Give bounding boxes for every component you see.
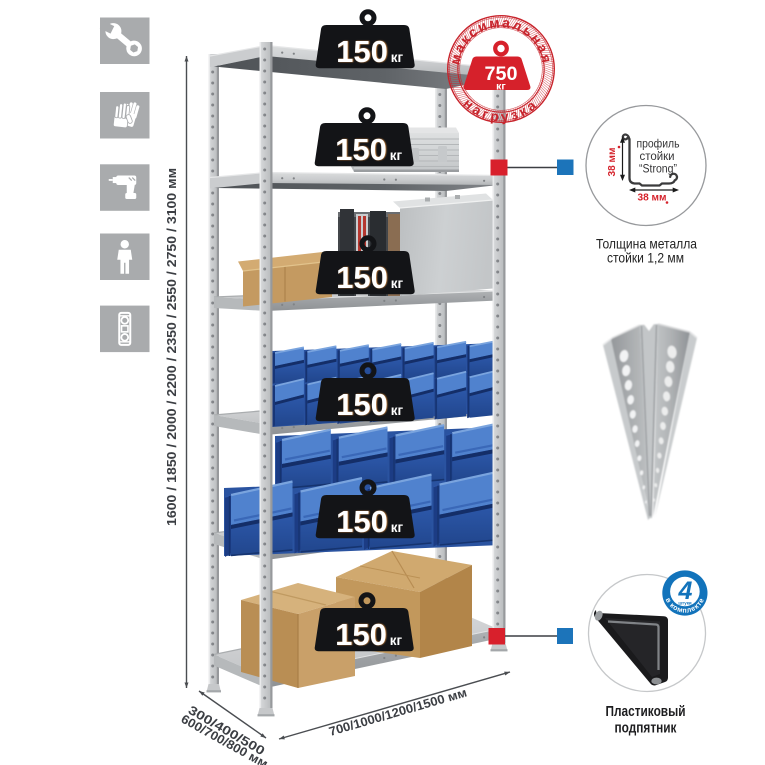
svg-text:подпятник: подпятник [615,721,678,737]
svg-text:600/700/800 мм: 600/700/800 мм [179,712,271,765]
svg-text:38 мм: 38 мм [606,147,618,176]
svg-text:кг: кг [391,276,404,291]
svg-text:150: 150 [336,504,388,539]
svg-text:“Strong”: “Strong” [639,164,677,176]
svg-text:кг: кг [390,148,403,163]
svg-text:штуки: штуки [678,601,692,606]
svg-text:750: 750 [485,64,518,85]
svg-text:кг: кг [391,50,404,65]
svg-text:150: 150 [335,132,387,167]
svg-text:700/1000/1200/1500 мм: 700/1000/1200/1500 мм [327,685,468,738]
svg-text:150: 150 [336,34,388,69]
svg-text:кг: кг [390,633,403,648]
svg-text:кг: кг [496,81,506,93]
svg-text:150: 150 [335,617,387,652]
svg-text:Пластиковый: Пластиковый [606,704,686,720]
svg-text:профиль: профиль [637,139,680,151]
svg-text:стойки 1,2 мм: стойки 1,2 мм [607,251,684,266]
svg-text:Толщина металла: Толщина металла [596,237,697,252]
svg-text:150: 150 [336,260,388,295]
svg-text:1600 / 1850 / 2000 / 2200 / 23: 1600 / 1850 / 2000 / 2200 / 2350 / 2550 … [164,168,179,526]
svg-text:кг: кг [391,403,404,418]
svg-text:4: 4 [678,577,693,605]
svg-text:стойки: стойки [640,151,675,163]
svg-text:кг: кг [391,520,404,535]
svg-text:150: 150 [336,387,388,422]
svg-text:38 мм: 38 мм [638,192,667,204]
